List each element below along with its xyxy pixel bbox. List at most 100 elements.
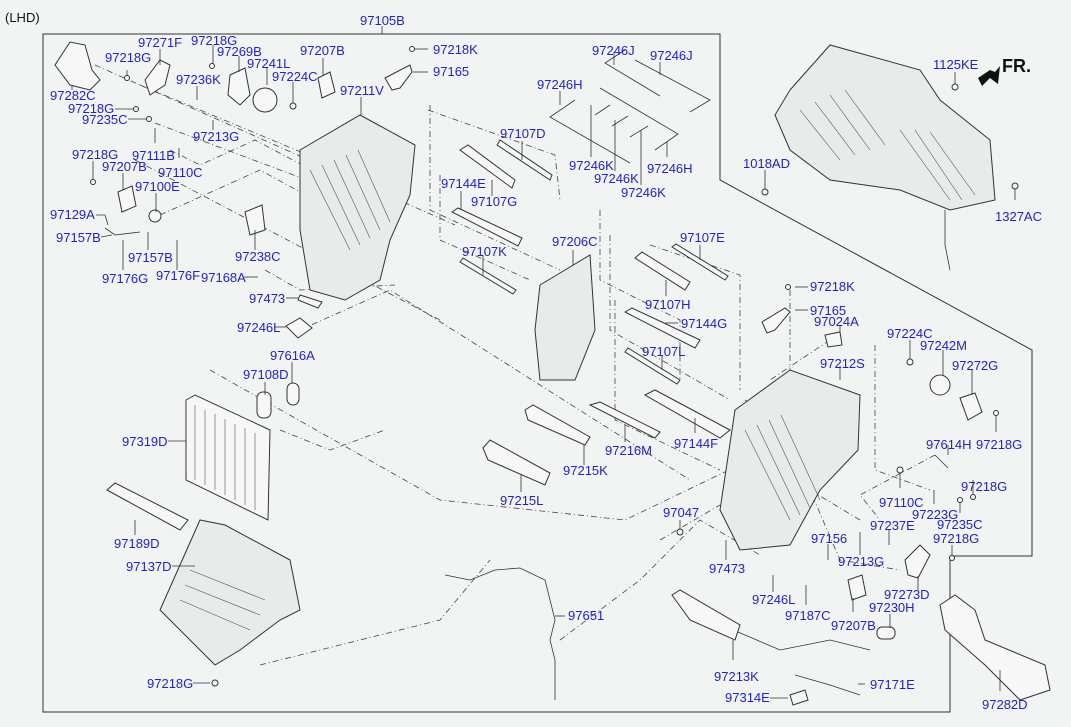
callout-97024a[interactable]: 97024A (814, 314, 859, 329)
callout-97246h[interactable]: 97246H (537, 77, 583, 92)
part-foam-97246j-2 (634, 59, 711, 113)
callout-97213g[interactable]: 97213G (193, 129, 239, 144)
callout-97218g[interactable]: 97218G (72, 147, 118, 162)
callout-97144g[interactable]: 97144G (681, 316, 727, 331)
part-foam-97246h-1 (549, 99, 631, 164)
callout-97246j[interactable]: 97246J (650, 48, 693, 63)
callout-97216m[interactable]: 97216M (605, 443, 652, 458)
callout-97176f[interactable]: 97176F (156, 268, 200, 283)
callout-97237e[interactable]: 97237E (870, 518, 915, 533)
callout-97273d[interactable]: 97273D (884, 587, 930, 602)
callout-97218g[interactable]: 97218G (105, 50, 151, 65)
callout-97171e[interactable]: 97171E (870, 677, 915, 692)
callout-97235c[interactable]: 97235C (82, 112, 128, 127)
callout-97107k[interactable]: 97107K (462, 244, 507, 259)
callout-97165[interactable]: 97165 (810, 303, 846, 318)
part-actuator-97207b-top (317, 71, 336, 99)
callout-97107h[interactable]: 97107H (645, 297, 691, 312)
callout-97319d[interactable]: 97319D (122, 434, 168, 449)
callout-97314e[interactable]: 97314E (725, 690, 770, 705)
part-seal-97616a (286, 382, 300, 406)
callout-97282c[interactable]: 97282C (50, 88, 96, 103)
callout-97211v[interactable]: 97211V (340, 83, 384, 98)
callout-97107e[interactable]: 97107E (680, 230, 725, 245)
front-direction-label: FR. (1002, 56, 1031, 76)
callout-1125ke[interactable]: 1125KE (933, 57, 979, 72)
callout-97230h[interactable]: 97230H (869, 600, 915, 615)
callout-97156[interactable]: 97156 (811, 531, 847, 546)
callout-97218g[interactable]: 97218G (933, 531, 979, 546)
callout-97246h[interactable]: 97246H (647, 161, 693, 176)
callout-97246k[interactable]: 97246K (594, 171, 639, 186)
callout-97218g[interactable]: 97218G (976, 437, 1022, 452)
callout-97246l[interactable]: 97246L (237, 320, 280, 335)
callout-97129a[interactable]: 97129A (50, 207, 95, 222)
callout-97238c[interactable]: 97238C (235, 249, 281, 264)
callout-97100e[interactable]: 97100E (135, 179, 180, 194)
callout-97108d[interactable]: 97108D (243, 367, 289, 382)
callout-97137d[interactable]: 97137D (126, 559, 172, 574)
callout-97218g[interactable]: 97218G (147, 676, 193, 691)
part-grommet-97230h (876, 626, 896, 640)
callout-97176g[interactable]: 97176G (102, 271, 148, 286)
callout-97246l[interactable]: 97246L (752, 592, 795, 607)
callout-97218g[interactable]: 97218G (68, 101, 114, 116)
part-cover-97189d (106, 482, 189, 531)
callout-97224c[interactable]: 97224C (272, 69, 318, 84)
callout-97165[interactable]: 97165 (433, 64, 469, 79)
callout-97107l[interactable]: 97107L (642, 344, 685, 359)
callout-1018ad[interactable]: 1018AD (743, 156, 790, 171)
callout-97616a[interactable]: 97616A (270, 348, 315, 363)
callout-97207b[interactable]: 97207B (831, 618, 876, 633)
callout-97189d[interactable]: 97189D (114, 536, 160, 551)
callout-97107g[interactable]: 97107G (471, 194, 517, 209)
callout-97272g[interactable]: 97272G (952, 358, 998, 373)
part-gear-97241l (252, 87, 278, 113)
callout-97047[interactable]: 97047 (663, 505, 699, 520)
callout-97246k[interactable]: 97246K (621, 185, 666, 200)
callout-97246k[interactable]: 97246K (569, 158, 614, 173)
callout-97473[interactable]: 97473 (709, 561, 745, 576)
callout-97207b[interactable]: 97207B (102, 159, 147, 174)
callout-97218g[interactable]: 97218G (961, 479, 1007, 494)
callout-97242m[interactable]: 97242M (920, 338, 967, 353)
callout-97213k[interactable]: 97213K (714, 669, 759, 684)
part-lever-97100e (148, 209, 162, 223)
assembly-label[interactable]: 97105B (360, 13, 405, 28)
callout-97215l[interactable]: 97215L (500, 493, 543, 508)
callout-97236k[interactable]: 97236K (176, 72, 221, 87)
callout-1327ac[interactable]: 1327AC (995, 209, 1042, 224)
callout-97218g[interactable]: 97218G (191, 33, 237, 48)
callout-97212s[interactable]: 97212S (820, 356, 865, 371)
callout-97213g[interactable]: 97213G (838, 554, 884, 569)
callout-97144f[interactable]: 97144F (674, 436, 718, 451)
callout-97241l[interactable]: 97241L (247, 56, 290, 71)
callout-97473[interactable]: 97473 (249, 291, 285, 306)
bushing-icon (906, 358, 914, 366)
callout-97614h[interactable]: 97614H (926, 437, 972, 452)
callout-97246j[interactable]: 97246J (592, 43, 635, 58)
callout-97187c[interactable]: 97187C (785, 608, 831, 623)
callout-97224c[interactable]: 97224C (887, 326, 933, 341)
callout-97235c[interactable]: 97235C (937, 517, 983, 532)
callout-97110c[interactable]: 97110C (158, 165, 203, 180)
callout-97111b[interactable]: 97111B (132, 148, 175, 163)
callout-97269b[interactable]: 97269B (217, 44, 262, 59)
callout-97218k[interactable]: 97218K (433, 42, 478, 57)
callout-97215k[interactable]: 97215K (563, 463, 608, 478)
callout-97651[interactable]: 97651 (568, 608, 604, 623)
bolt-icon (951, 83, 959, 91)
callout-97107d[interactable]: 97107D (500, 126, 546, 141)
callout-97110c[interactable]: 97110C (879, 495, 924, 510)
callout-97218k[interactable]: 97218K (810, 279, 855, 294)
callout-97144e[interactable]: 97144E (441, 176, 486, 191)
callout-97157b[interactable]: 97157B (56, 230, 101, 245)
callout-97223g[interactable]: 97223G (912, 507, 958, 522)
callout-97207b[interactable]: 97207B (300, 43, 345, 58)
callout-97168a[interactable]: 97168A (201, 270, 246, 285)
callout-97206c[interactable]: 97206C (552, 234, 598, 249)
part-actuator-97238c (244, 204, 266, 236)
callout-97157b[interactable]: 97157B (128, 250, 173, 265)
callout-97271f[interactable]: 97271F (138, 35, 182, 50)
callout-97282d[interactable]: 97282D (982, 697, 1028, 712)
